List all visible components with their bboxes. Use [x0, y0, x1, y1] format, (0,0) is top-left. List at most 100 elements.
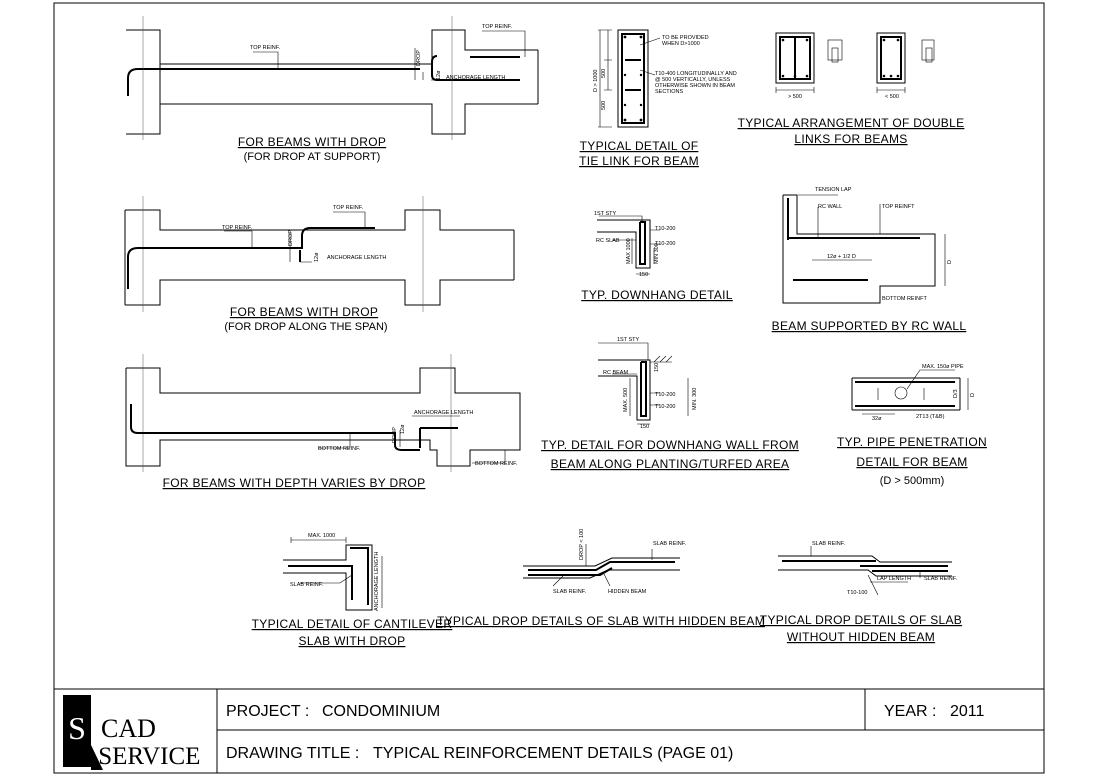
label: D/3	[953, 389, 959, 398]
project-label: PROJECT :	[226, 703, 309, 720]
label: @ 500 VERTICALLY, UNLESS	[655, 77, 731, 83]
label: SLAB REINF.	[653, 541, 686, 547]
detail-double-links: > 500 < 500 TYPICAL ARRANGEMENT OF DOUBL…	[738, 32, 965, 146]
label: BOTTOM REINF.	[475, 461, 518, 467]
label: 1ST STY	[594, 211, 617, 217]
detail-cantilever-slab: MAX. 1000 SLAB REINF. ANCHORAGE LENGTH T…	[252, 533, 452, 648]
detail-title: TYP. DETAIL FOR DOWNHANG WALL FROM	[541, 438, 799, 452]
label: 12ø	[400, 424, 406, 434]
detail-title: BEAM SUPPORTED BY RC WALL	[772, 319, 967, 333]
detail-title: LINKS FOR BEAMS	[794, 132, 907, 146]
label: D > 1000	[593, 70, 599, 92]
label: TENSION LAP	[815, 187, 852, 193]
label: 150	[654, 363, 660, 372]
label: DROP	[392, 427, 398, 443]
label: < 500	[885, 94, 899, 100]
label: D	[947, 260, 953, 264]
detail-beam-drop-along-span: TOP REINF. TOP REINF. ANCHORAGE LENGTH D…	[124, 196, 515, 333]
label: SLAB REINF.	[812, 541, 845, 547]
label: 1ST STY	[617, 337, 640, 343]
label: RC BEAM	[603, 370, 628, 376]
label: T10-100	[847, 590, 868, 596]
detail-beam-rc-wall: TENSION LAP RC WALL TOP REINFT 12ø + 1/2…	[772, 187, 967, 333]
detail-downhang: 1ST STY RC SLAB T10-200 T10-200 MAX 1000…	[581, 211, 733, 302]
label: TOP REINF.	[222, 225, 253, 231]
detail-title: SLAB WITH DROP	[299, 634, 406, 648]
detail-title: TYPICAL DETAIL OF	[580, 139, 699, 153]
label: OTHERWISE SHOWN IN BEAM	[655, 83, 735, 89]
label: MAX. 500	[623, 388, 629, 412]
label: SLAB REINF.	[553, 589, 586, 595]
title-block: S CAD .SERVICE PROJECT : CONDOMINIUM YEA…	[54, 688, 1044, 773]
label: RC SLAB	[596, 238, 620, 244]
detail-title: WITHOUT HIDDEN BEAM	[787, 630, 935, 644]
label: T10-200	[655, 392, 676, 398]
label: ANCHORAGE LENGTH	[374, 552, 380, 611]
label: HIDDEN BEAM	[608, 589, 647, 595]
year-value: 2011	[950, 703, 985, 720]
label: DROP	[416, 50, 422, 66]
label: T10-200	[655, 226, 676, 232]
label: ANCHORAGE LENGTH	[446, 75, 505, 81]
label: TOP REINFT	[882, 204, 915, 210]
detail-slab-no-hidden-beam: SLAB REINF. SLAB REINF. LAP LENGTH T10-1…	[760, 541, 962, 644]
label: ANCHORAGE LENGTH	[327, 255, 386, 261]
label: MIN. 300	[692, 388, 698, 410]
label: 500	[601, 101, 607, 110]
detail-title: TIE LINK FOR BEAM	[579, 154, 699, 168]
label: T10-400 LONGITUDINALLY AND	[655, 71, 737, 77]
label: 12ø	[314, 252, 320, 262]
label: LAP LENGTH	[877, 576, 911, 582]
label: TO BE PROVIDED	[662, 35, 709, 41]
detail-title: TYP. DOWNHANG DETAIL	[581, 288, 733, 302]
svg-text:CAD: CAD	[101, 714, 156, 743]
label: 12ø	[436, 70, 442, 80]
detail-title: FOR BEAMS WITH DROP	[238, 135, 386, 149]
label: 12ø + 1/2 D	[827, 254, 856, 260]
svg-text:S: S	[68, 710, 86, 746]
label: DROP < 100	[579, 529, 585, 560]
label: ANCHORAGE LENGTH	[414, 410, 473, 416]
label: D	[970, 393, 976, 397]
label: BOTTOM REINF.	[318, 446, 361, 452]
label: TOP REINF.	[250, 45, 281, 51]
label: BOTTOM REINFT	[882, 296, 927, 302]
detail-title: TYPICAL DROP DETAILS OF SLAB	[760, 613, 962, 627]
drawing-title-value: TYPICAL REINFORCEMENT DETAILS (PAGE 01)	[373, 745, 733, 762]
detail-title: TYPICAL ARRANGEMENT OF DOUBLE	[738, 116, 965, 130]
drawing-title-label: DRAWING TITLE :	[226, 745, 359, 762]
detail-slab-hidden-beam: SLAB REINF. SLAB REINF. HIDDEN BEAM DROP…	[437, 529, 765, 628]
detail-beam-drop-at-support: TOP REINF. TOP REINF. ANCHORAGE LENGTH D…	[126, 16, 539, 163]
year-label: YEAR :	[884, 703, 936, 720]
detail-downhang-wall-planting: 1ST STY RC BEAM T10-200 T10-200 MAX. 500…	[541, 337, 799, 471]
detail-title: FOR BEAMS WITH DROP	[230, 305, 378, 319]
cad-service-logo: S CAD .SERVICE	[63, 695, 200, 770]
detail-tie-link: TO BE PROVIDED WHEN D>1000 T10-400 LONGI…	[579, 29, 737, 168]
detail-subtitle: (D > 500mm)	[880, 475, 945, 487]
label: RC WALL	[818, 204, 842, 210]
label: TOP REINF.	[482, 24, 513, 30]
label: 32ø	[872, 416, 882, 422]
detail-subtitle: (FOR DROP AT SUPPORT)	[244, 151, 381, 163]
detail-subtitle: (FOR DROP ALONG THE SPAN)	[224, 321, 387, 333]
label: MIN 300	[654, 243, 660, 264]
label: 2T13 (T&B)	[916, 414, 945, 420]
label: > 500	[788, 94, 802, 100]
label: DROP	[288, 230, 294, 246]
label: WHEN D>1000	[662, 41, 700, 47]
label: TOP REINF.	[333, 205, 364, 211]
detail-title: TYPICAL DROP DETAILS OF SLAB WITH HIDDEN…	[437, 614, 765, 628]
label: 500	[601, 69, 607, 78]
label: MAX 1000	[626, 238, 632, 264]
label: SLAB REINF.	[290, 582, 323, 588]
detail-title: BEAM ALONG PLANTING/TURFED AREA	[551, 457, 790, 471]
label: T10-200	[655, 404, 676, 410]
detail-title: TYP. PIPE PENETRATION	[837, 435, 987, 449]
detail-pipe-penetration: MAX. 150ø PIPE 2T13 (T&B) 32ø D/3 D TYP.…	[837, 364, 987, 487]
label: 150	[640, 424, 649, 430]
sheet-border	[53, 2, 1045, 774]
label: SLAB REINF.	[924, 576, 957, 582]
project-value: CONDOMINIUM	[322, 703, 440, 720]
detail-beam-depth-varies: ANCHORAGE LENGTH BOTTOM REINF. BOTTOM RE…	[125, 354, 521, 490]
